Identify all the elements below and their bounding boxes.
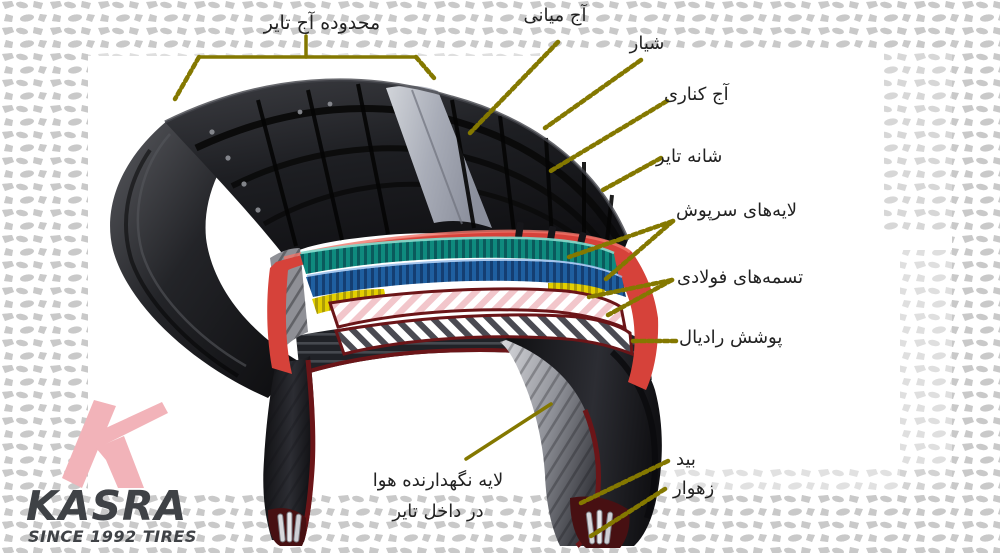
right-bead-wires: [585, 509, 614, 545]
tread-range-bracket: [172, 34, 437, 102]
leader-cap-plies-2: [603, 218, 676, 282]
leader-bead: [578, 458, 671, 506]
label-air-layer: لایه نگهدارنده هوا در داخل تایر: [370, 466, 506, 527]
label-air-layer-line2: در داخل تایر: [392, 500, 484, 522]
steel-belt-pink: [328, 287, 627, 331]
label-air-layer-line1: لایه نگهدارنده هوا: [372, 470, 504, 491]
label-bead: بید: [676, 449, 696, 470]
leader-lines: [172, 34, 679, 539]
label-steel-belts: تسمه‌های فولادی: [677, 267, 804, 288]
tire-left-sidewall: [110, 116, 300, 398]
steel-belt-white: [334, 313, 634, 357]
label-side-tread: آج کناری: [664, 84, 729, 105]
label-radial-casing: پوشش رادیال: [679, 327, 783, 348]
cap-ply-blue: [306, 258, 626, 297]
label-cap-plies: لایه‌های سرپوش: [676, 200, 798, 221]
leader-center-tread: [467, 39, 561, 136]
leader-steel-belts-2: [605, 277, 675, 318]
tire-center-rib: [386, 85, 492, 228]
tire-cutaway: [110, 78, 662, 548]
leader-shoulder: [598, 155, 664, 194]
kasra-logo: KASRA SINCE 1992 TIRES: [22, 398, 202, 548]
cap-ply-teal: [300, 236, 618, 274]
label-center-tread: آج میانی: [523, 5, 587, 26]
label-rim-strip: زهوار: [673, 478, 715, 499]
leader-cap-plies-1: [566, 218, 676, 260]
label-tread-range: محدوده آج تایر: [263, 12, 381, 34]
leader-rim-strip: [588, 486, 668, 539]
kasra-logo-k-icon: [62, 400, 168, 488]
label-groove: شیار: [629, 33, 665, 54]
leader-steel-belts-1: [586, 277, 675, 300]
label-shoulder: شانه تایر: [656, 146, 723, 167]
kasra-logo-name: KASRA: [26, 482, 188, 530]
leader-groove: [542, 57, 644, 131]
kasra-logo-tagline: SINCE 1992 TIRES: [28, 527, 197, 546]
leader-side-tread: [546, 98, 670, 175]
leader-air-layer: [464, 402, 553, 461]
left-bead-wires: [277, 511, 302, 543]
